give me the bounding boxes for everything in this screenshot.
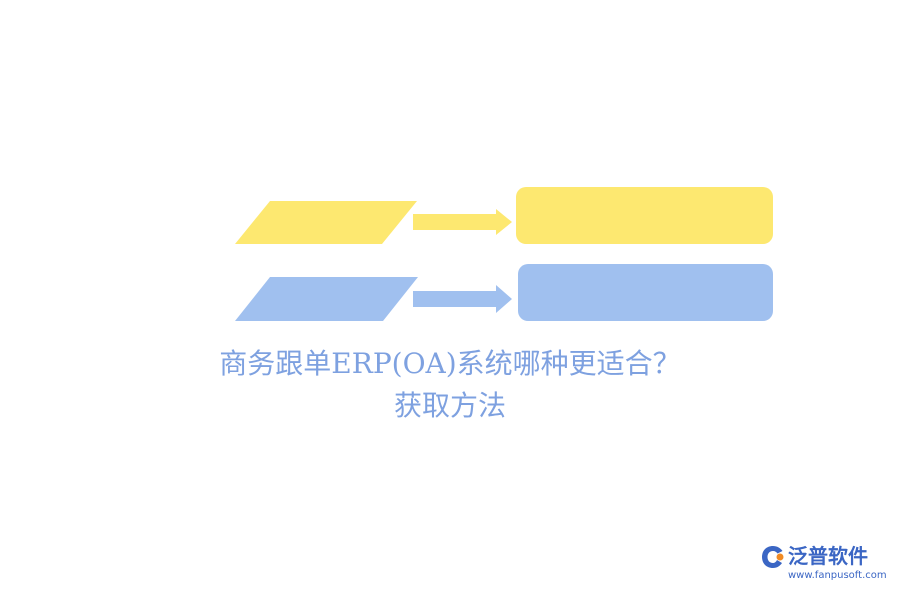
fanpu-logo-icon: [762, 546, 784, 568]
brand-logo: 泛普软件 www.fanpusoft.com: [760, 542, 890, 586]
page-title-line-1: 商务跟单ERP(OA)系统哪种更适合？: [219, 347, 681, 380]
page-title-line-2: 获取方法: [393, 389, 506, 422]
brand-url: www.fanpusoft.com: [788, 570, 887, 581]
brand-name: 泛普软件: [788, 544, 868, 568]
yellow-arrow: [413, 209, 512, 235]
yellow-box: [516, 187, 773, 244]
blue-box: [518, 264, 773, 321]
blue-arrow: [413, 285, 512, 313]
yellow-parallelogram: [235, 201, 417, 244]
blue-parallelogram: [235, 277, 418, 321]
